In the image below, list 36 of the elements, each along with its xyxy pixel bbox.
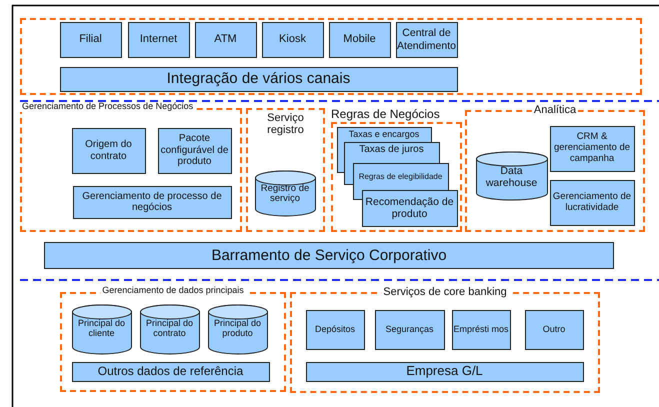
process-box: Gerenciamento de lucratividade [550, 180, 634, 226]
process-box: Kiosk [262, 22, 324, 58]
process-box: Taxas e encargos [336, 126, 432, 142]
group-title: Serviços de core banking [381, 286, 509, 298]
dashed-group-frame [246, 108, 325, 232]
cylinder-label: Data warehouse [484, 164, 538, 189]
process-box: Regras de elegibilidade [352, 162, 448, 190]
group-title: Gerenciamento de dados principais [100, 286, 246, 296]
process-box: Recomendação de produto [362, 190, 458, 226]
process-box: Outros dados de referência [72, 362, 270, 382]
group-title: Serviço registro [266, 112, 305, 136]
cylinder-label: Principal do produto [212, 318, 262, 338]
group-title: Regras de Negócios [329, 108, 442, 122]
dashed-group-frame [20, 18, 642, 95]
process-box: Filial [60, 22, 122, 58]
cylinder-label: Principal do contrato [144, 318, 194, 338]
process-box: Seguranças [374, 310, 444, 350]
process-box: ATM [194, 22, 256, 58]
process-box: Emprésti mos [452, 310, 510, 350]
process-box: Taxas de juros [344, 142, 440, 164]
process-box: Internet [128, 22, 190, 58]
process-box: Mobile [328, 22, 390, 58]
cylinder-label: Principal do cliente [76, 318, 126, 338]
process-box: Integração de vários canais [60, 66, 458, 92]
process-box: Central de Atendimento [396, 22, 458, 58]
process-box: Gerenciamento de processo de negócios [72, 186, 232, 218]
process-box: Empresa G/L [306, 362, 584, 382]
group-title: Gerenciamento de Processos de Negócios [20, 102, 196, 112]
cylinder-label: Registro de serviço [260, 184, 310, 206]
process-box: CRM & gerenciamento de campanha [550, 126, 634, 172]
group-title: Analítica [532, 104, 578, 116]
process-box: Pacote configurável de produto [158, 128, 232, 174]
process-box: Depósitos [306, 310, 364, 350]
process-box: Origem do contrato [72, 128, 146, 174]
process-box: Outro [524, 310, 584, 350]
process-box: Barramento de Serviço Corporativo [44, 242, 614, 269]
